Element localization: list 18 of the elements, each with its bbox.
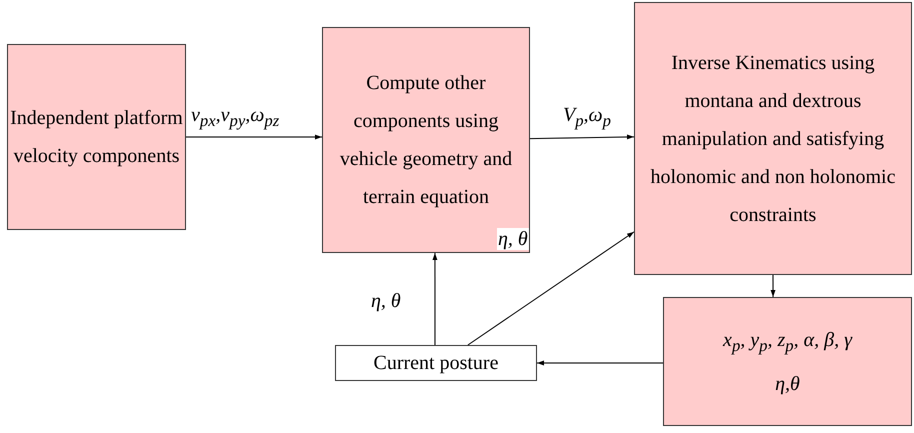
- node-text: Current posture: [374, 351, 498, 376]
- node-text: Independent platform velocity components: [9, 106, 184, 169]
- node-text: Inverse Kinematics using montana and dextrous manipulation and satisfying holonomic and non holonomic constraints: [650, 50, 896, 228]
- process-box: [663, 297, 912, 426]
- process-box: [322, 27, 530, 253]
- process-box: [335, 345, 537, 381]
- edge-label: η, θ: [370, 290, 402, 312]
- arrow: [770, 274, 776, 298]
- node-text: x$_{p}$, y$_{p}$, z$_{p}$, α, β, γ: [723, 328, 852, 356]
- arrow: [467, 231, 634, 346]
- arrow: [530, 134, 634, 140]
- process-box: [634, 2, 912, 275]
- node-text: η,θ: [775, 372, 800, 396]
- arrow: [186, 134, 322, 140]
- process-box: [7, 44, 186, 230]
- arrow: [432, 252, 438, 346]
- edge-label: η, θ: [497, 228, 529, 250]
- arrow: [536, 360, 664, 366]
